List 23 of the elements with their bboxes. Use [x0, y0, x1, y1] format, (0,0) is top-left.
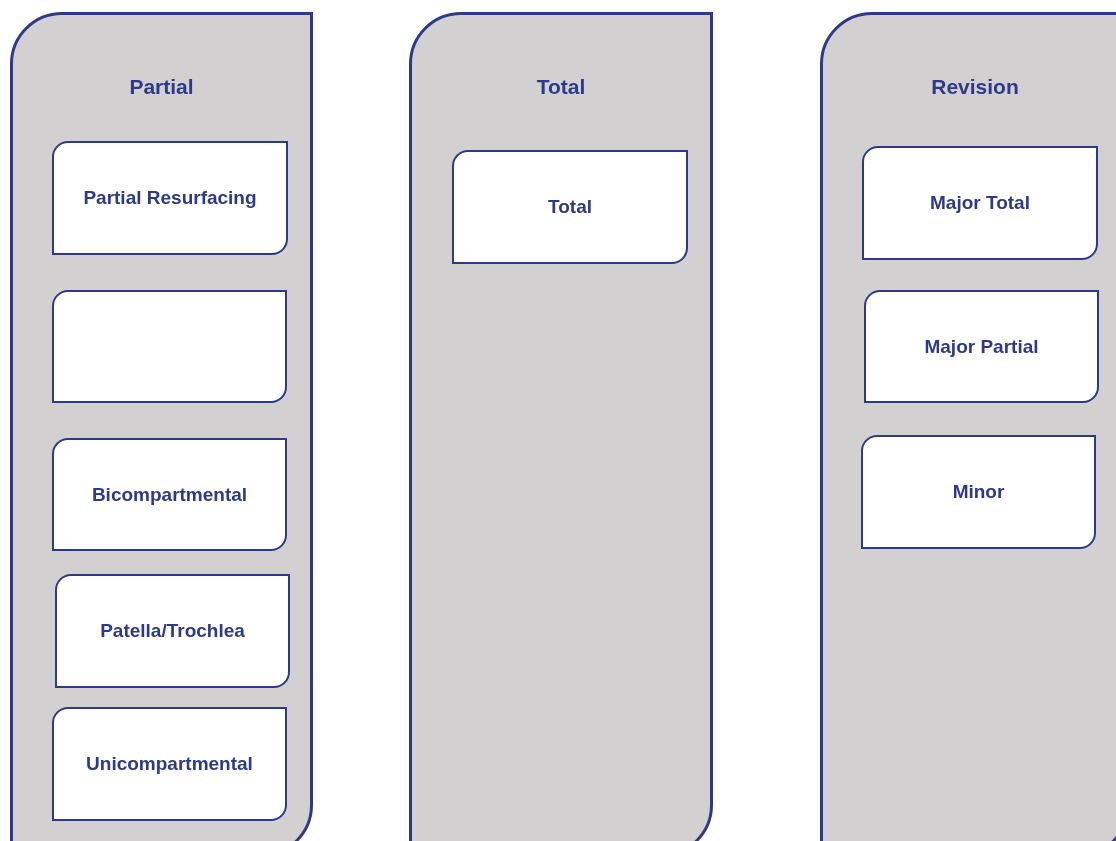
item-label: Bicompartmental [91, 483, 248, 506]
category-panel [10, 12, 313, 841]
item-label: Minor [952, 481, 1005, 503]
item-label: Patella/Trochlea [100, 620, 245, 642]
item-card [52, 141, 288, 255]
item-label: Major Partial [924, 335, 1039, 358]
panel-heading: Total [535, 75, 587, 99]
item-card [55, 574, 290, 688]
panel-heading: Partial [128, 75, 195, 99]
item-card [862, 146, 1098, 260]
item-card [52, 438, 287, 551]
item-label: Total [548, 196, 592, 218]
item-card [52, 707, 287, 821]
item-label: Major Total [930, 192, 1030, 214]
item-card [861, 435, 1096, 549]
item-label: Partial Resurfacing [83, 187, 257, 209]
item-card [452, 150, 688, 264]
item-card [52, 290, 287, 403]
category-panel [409, 12, 713, 841]
panel-heading: Revision [930, 75, 1020, 99]
item-card [864, 290, 1099, 403]
item-label: Unicompartmental [86, 753, 253, 775]
category-panel [820, 12, 1116, 841]
